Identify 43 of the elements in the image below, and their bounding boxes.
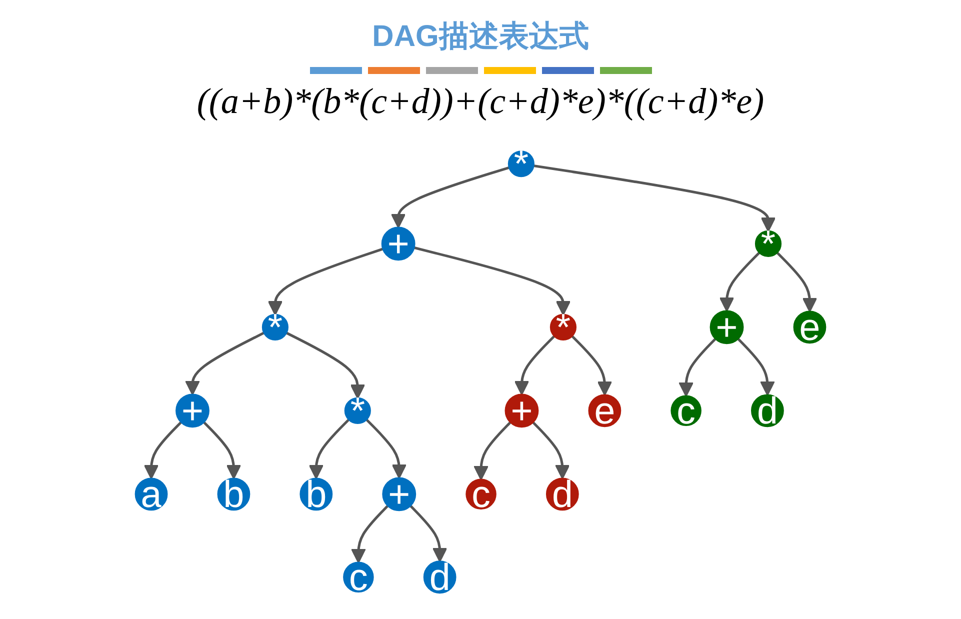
arrow bbox=[719, 252, 760, 312]
node-circle: c bbox=[343, 562, 374, 592]
node-circle: + bbox=[381, 226, 416, 261]
node-circle: b bbox=[217, 478, 250, 511]
arrow bbox=[514, 335, 556, 396]
expression-formula: ((a+b)*(b*(c+d))+(c+d)*e)*((c+d)*e) bbox=[196, 80, 764, 122]
arrow bbox=[532, 421, 570, 480]
node-circle: a bbox=[134, 478, 168, 511]
arrow bbox=[474, 421, 512, 480]
node-circle: * bbox=[508, 150, 534, 178]
title: DAG描述表达式 bbox=[372, 19, 589, 55]
node-circle: + bbox=[710, 310, 744, 344]
node-circle: e bbox=[588, 394, 622, 428]
arrow bbox=[184, 332, 265, 396]
arrow bbox=[737, 338, 775, 396]
node-circle: + bbox=[382, 477, 416, 512]
node-circle: d bbox=[423, 560, 456, 594]
arrow bbox=[571, 335, 612, 396]
arrow bbox=[533, 164, 776, 232]
node-circle: + bbox=[176, 394, 210, 428]
node-circle: d bbox=[751, 394, 784, 428]
node-circle: c bbox=[670, 395, 702, 426]
arrow bbox=[409, 504, 448, 562]
node-circle: * bbox=[262, 314, 288, 340]
node-circle: e bbox=[793, 310, 826, 344]
arrow bbox=[144, 421, 182, 480]
arrow bbox=[308, 418, 350, 480]
arrow bbox=[350, 504, 389, 564]
arrow bbox=[414, 246, 571, 316]
arrow bbox=[202, 421, 242, 480]
arrow bbox=[390, 166, 510, 228]
node-circle: * bbox=[754, 230, 782, 257]
arrow bbox=[776, 252, 818, 312]
node-circle: d bbox=[546, 478, 579, 511]
node-circle: + bbox=[504, 394, 539, 428]
arrow bbox=[366, 418, 407, 479]
arrow bbox=[678, 338, 716, 397]
node-circle: * bbox=[550, 314, 576, 340]
node-circle: c bbox=[466, 478, 496, 510]
node-circle: b bbox=[300, 478, 333, 511]
arrow bbox=[268, 248, 384, 316]
node-circle: * bbox=[344, 397, 371, 424]
arrow bbox=[286, 332, 366, 399]
